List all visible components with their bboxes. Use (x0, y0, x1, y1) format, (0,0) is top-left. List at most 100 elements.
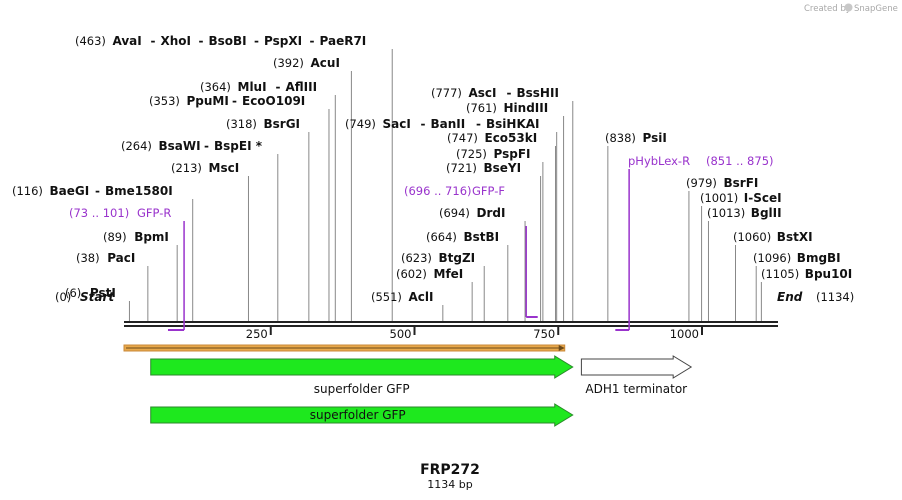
site-name[interactable]: AflIII (286, 80, 318, 94)
site-mfei[interactable]: (602)MfeI (396, 267, 473, 321)
start-position: (0) (55, 290, 71, 304)
site-name[interactable]: BsoBI (209, 34, 247, 48)
site-bsrfi[interactable]: (979)BsrFI (686, 176, 758, 321)
site-bmgbi[interactable]: (1096) BmgBI (753, 251, 841, 321)
map-title: FRP272 (420, 462, 480, 478)
site-bstbi[interactable]: (664)BstBI (426, 230, 509, 321)
primer-gfp-f[interactable]: (696 .. 716)GFP-F (404, 184, 538, 318)
site-i-scei[interactable]: (1001)I-SceI (700, 191, 782, 321)
site-pspfi[interactable]: (725) PspFI (456, 147, 544, 321)
site-name[interactable]: PspXI (264, 34, 302, 48)
site-position: (392) (273, 56, 304, 70)
site-bsrgi[interactable]: (318)BsrGI (226, 117, 310, 321)
feature-arrow (150, 355, 574, 379)
site-name[interactable]: Eco53kI (485, 131, 538, 145)
site-name[interactable]: PpuMI (187, 94, 229, 108)
site-msci[interactable]: (213)MscI (171, 161, 249, 321)
primer-name: pHybLex-R (628, 154, 690, 168)
site-name[interactable]: PspFI (494, 147, 531, 161)
site-bstxi[interactable]: (1060)BstXI (733, 230, 813, 321)
site-separator: - (151, 34, 156, 48)
site-name[interactable]: PstI (90, 286, 116, 300)
credit-brand: SnapGene (854, 4, 898, 14)
site-name[interactable]: BsiHKAI (486, 117, 540, 131)
primer-phyblex-r[interactable]: pHybLex-R(851 .. 875) (615, 154, 774, 331)
site-acli[interactable]: (551)AclI (371, 290, 444, 321)
feature-superfolder-gfp[interactable]: superfolder GFP (150, 403, 574, 427)
site-name[interactable]: XhoI (161, 34, 192, 48)
site-bglii[interactable]: (1013)BglII (707, 206, 782, 321)
site-separator: - (199, 34, 204, 48)
site-name[interactable]: BanII (431, 117, 466, 131)
site-name[interactable]: HindIII (504, 101, 549, 115)
site-name[interactable]: BssHII (517, 86, 559, 100)
site-name[interactable]: MfeI (434, 267, 464, 281)
site-acui[interactable]: (392) AcuI (273, 56, 352, 321)
site-name[interactable]: PacI (107, 251, 135, 265)
site-btgzi[interactable]: (623) BtgZI (401, 251, 485, 321)
site-mlui[interactable]: (364)MluI-AflIII (200, 80, 336, 321)
site-ppumi[interactable]: (353)PpuMI-EcoO109I (149, 94, 330, 321)
primer-range: (73 .. 101) (69, 206, 129, 220)
site-name[interactable]: Bpu10I (805, 267, 852, 281)
site-name[interactable]: AvaI (113, 34, 142, 48)
site-drdi[interactable]: (694)DrdI (439, 206, 526, 321)
site-paci[interactable]: (38)PacI (76, 251, 149, 321)
site-name[interactable]: BsrFI (724, 176, 759, 190)
site-name[interactable]: DrdI (477, 206, 506, 220)
site-name[interactable]: BtgZI (439, 251, 476, 265)
primer-name: GFP-F (472, 184, 505, 198)
site-name[interactable]: SacI (383, 117, 411, 131)
site-name[interactable]: BseYI (484, 161, 522, 175)
site-bpu10i[interactable]: (1105)Bpu10I (760, 267, 852, 321)
snapgene-credit: Created by SnapGene (804, 3, 898, 14)
site-bpmi[interactable]: (89) BpmI (103, 230, 178, 321)
site-name[interactable]: BaeGI (50, 184, 90, 198)
site-position: (353) (149, 94, 180, 108)
site-position: (1096) (753, 251, 791, 265)
site-position: (725) (456, 147, 487, 161)
site-name[interactable]: BspEI * (214, 139, 263, 153)
site-bsawi[interactable]: (264) BsaWI-BspEI * (121, 139, 279, 321)
site-psti[interactable]: (6)PstI (65, 286, 130, 321)
site-name[interactable]: EcoO109I (242, 94, 305, 108)
site-name[interactable]: BpmI (134, 230, 169, 244)
site-asci[interactable]: (777)AscI-BssHII (431, 86, 574, 321)
feature-superfolder-gfp[interactable]: superfolder GFP (150, 355, 574, 396)
site-name[interactable]: BsrGI (264, 117, 301, 131)
site-name[interactable]: MluI (238, 80, 267, 94)
site-position: (89) (103, 230, 127, 244)
site-position: (364) (200, 80, 231, 94)
site-eco53ki[interactable]: (747)Eco53kI (447, 131, 557, 321)
site-name[interactable]: Bme1580I (105, 184, 173, 198)
site-baegi[interactable]: (116)BaeGI-Bme1580I (12, 184, 194, 321)
ruler-tick-label: 750 (533, 327, 555, 341)
ruler-tick-250: 250 (246, 326, 272, 341)
feature-adh1-terminator[interactable]: ADH1 terminator (580, 355, 693, 396)
end-marker: End (1134) (777, 290, 854, 304)
site-name[interactable]: AscI (469, 86, 497, 100)
site-position: (749) (345, 117, 376, 131)
site-name[interactable]: I-SceI (744, 191, 782, 205)
site-position: (264) (121, 139, 152, 153)
site-separator: - (310, 34, 315, 48)
site-position: (623) (401, 251, 432, 265)
site-separator: - (232, 94, 237, 108)
site-name[interactable]: AclI (409, 290, 434, 304)
site-psii[interactable]: (838)PsiI (605, 131, 667, 321)
site-name[interactable]: BsaWI (159, 139, 201, 153)
site-name[interactable]: BstBI (464, 230, 500, 244)
site-saci[interactable]: (749)SacI-BanII-BsiHKAI (345, 117, 558, 321)
site-name[interactable]: PsiI (643, 131, 667, 145)
site-bseyi[interactable]: (721)BseYI (446, 161, 542, 321)
primer-gfp-r[interactable]: (73 .. 101)GFP-R (69, 206, 185, 331)
site-name[interactable]: AcuI (311, 56, 340, 70)
site-name[interactable]: PaeR7I (320, 34, 367, 48)
site-name[interactable]: BstXI (777, 230, 813, 244)
site-name[interactable]: BmgBI (797, 251, 841, 265)
site-name[interactable]: BglII (751, 206, 782, 220)
site-hindiii[interactable]: (761)HindIII (466, 101, 565, 321)
site-name[interactable]: MscI (209, 161, 240, 175)
site-avai[interactable]: (463)AvaI-XhoI-BsoBI-PspXI-PaeR7I (75, 34, 393, 321)
site-separator: - (204, 139, 209, 153)
